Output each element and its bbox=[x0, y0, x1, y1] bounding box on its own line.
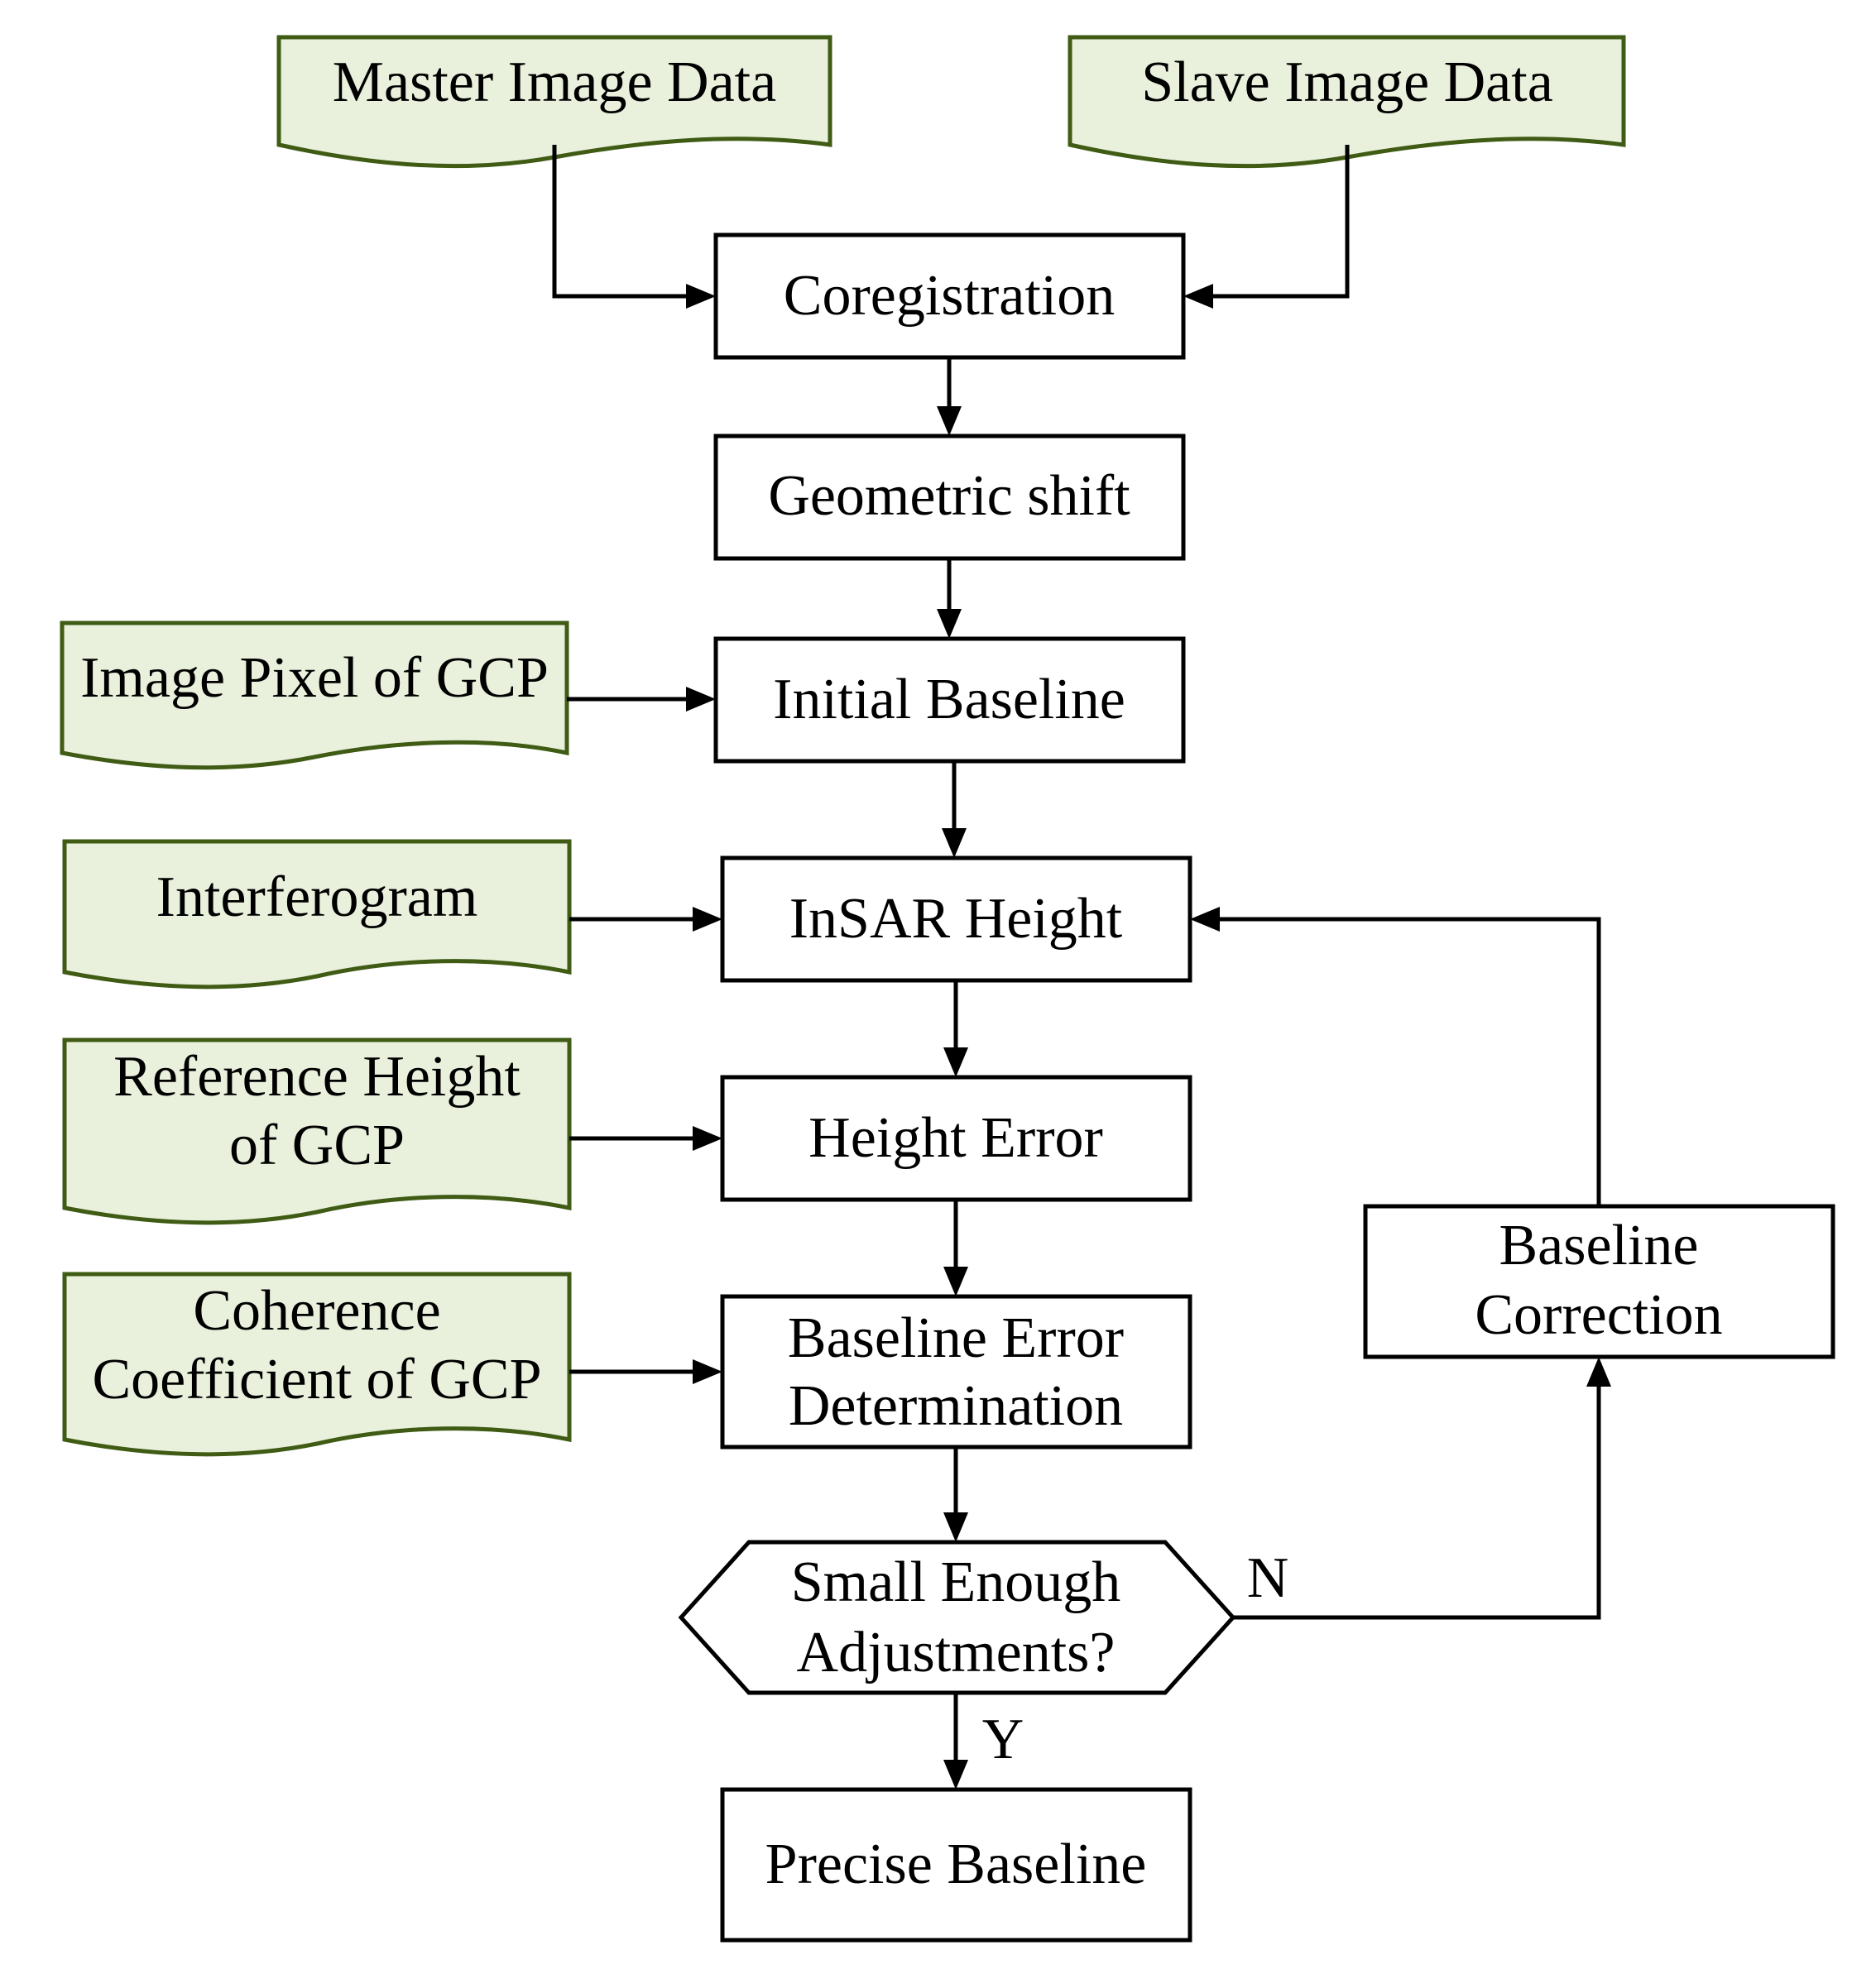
arrowhead-baseline-correction-to-insar-height bbox=[1190, 907, 1220, 932]
height-error-label: Height Error bbox=[808, 1106, 1103, 1170]
branch-label-yes: Y bbox=[982, 1708, 1024, 1771]
coregistration-label: Coregistration bbox=[784, 264, 1115, 328]
reference-height-label-line2: of GCP bbox=[229, 1114, 405, 1177]
arrowhead-height-error-to-baseline-error bbox=[943, 1267, 968, 1296]
baseline-correction-label-line2: Correction bbox=[1475, 1283, 1722, 1347]
reference-height-doc bbox=[62, 1037, 572, 1225]
arrowhead-baseline-error-to-decision bbox=[943, 1512, 968, 1542]
arrowhead-decision-to-baseline-correction bbox=[1586, 1357, 1611, 1387]
edge-baseline-correction-to-insar-height bbox=[1215, 917, 1601, 1206]
arrowhead-geometric-shift-to-initial-baseline bbox=[937, 609, 962, 639]
coherence-doc bbox=[62, 1272, 572, 1457]
arrowhead-master-to-coregistration bbox=[686, 284, 716, 309]
arrowhead-coherence-to-baseline-error bbox=[693, 1359, 722, 1384]
decision-hexagon bbox=[678, 1540, 1236, 1695]
edge-decision-to-baseline-correction bbox=[1233, 1382, 1601, 1620]
edge-slave-to-coregistration bbox=[1208, 145, 1350, 299]
edge-master-to-coregistration bbox=[552, 145, 691, 299]
arrowhead-reference-height-to-height-error bbox=[693, 1126, 722, 1151]
initial-baseline-label: Initial Baseline bbox=[773, 668, 1125, 731]
gcp-pixel-doc bbox=[60, 621, 569, 770]
decision-label-line2: Adjustments? bbox=[797, 1621, 1116, 1684]
precise-baseline-label: Precise Baseline bbox=[765, 1833, 1147, 1896]
precise-baseline-box bbox=[720, 1787, 1192, 1943]
interferogram-doc bbox=[62, 839, 572, 990]
arrowhead-initial-baseline-to-insar-height bbox=[942, 828, 967, 858]
arrowhead-coregistration-to-geometric-shift bbox=[937, 406, 962, 436]
baseline-error-label-line1: Baseline Error bbox=[788, 1306, 1124, 1370]
geometric-shift-label: Geometric shift bbox=[768, 464, 1130, 528]
insar-height-label: InSAR Height bbox=[789, 887, 1123, 951]
branch-label-no: N bbox=[1247, 1546, 1289, 1610]
initial-baseline-box bbox=[713, 636, 1186, 764]
master-image-label: Master Image Data bbox=[333, 50, 776, 114]
arrowhead-gcp-pixel-to-initial-baseline bbox=[686, 687, 716, 712]
gcp-pixel-label: Image Pixel of GCP bbox=[80, 646, 549, 710]
interferogram-label: Interferogram bbox=[156, 865, 478, 929]
slave-image-label: Slave Image Data bbox=[1141, 50, 1553, 114]
coherence-label-line2: Coefficient of GCP bbox=[92, 1348, 541, 1411]
decision-label-line1: Small Enough bbox=[791, 1550, 1121, 1614]
arrowhead-slave-to-coregistration bbox=[1183, 284, 1213, 309]
arrowhead-insar-height-to-height-error bbox=[943, 1047, 968, 1077]
arrowhead-interferogram-to-insar-height bbox=[693, 907, 722, 932]
arrowhead-decision-to-precise-baseline bbox=[943, 1760, 968, 1790]
baseline-correction-label-line1: Baseline bbox=[1499, 1214, 1698, 1277]
reference-height-label-line1: Reference Height bbox=[113, 1045, 521, 1109]
coherence-label-line1: Coherence bbox=[193, 1279, 440, 1343]
baseline-error-label-line2: Determination bbox=[789, 1374, 1123, 1438]
